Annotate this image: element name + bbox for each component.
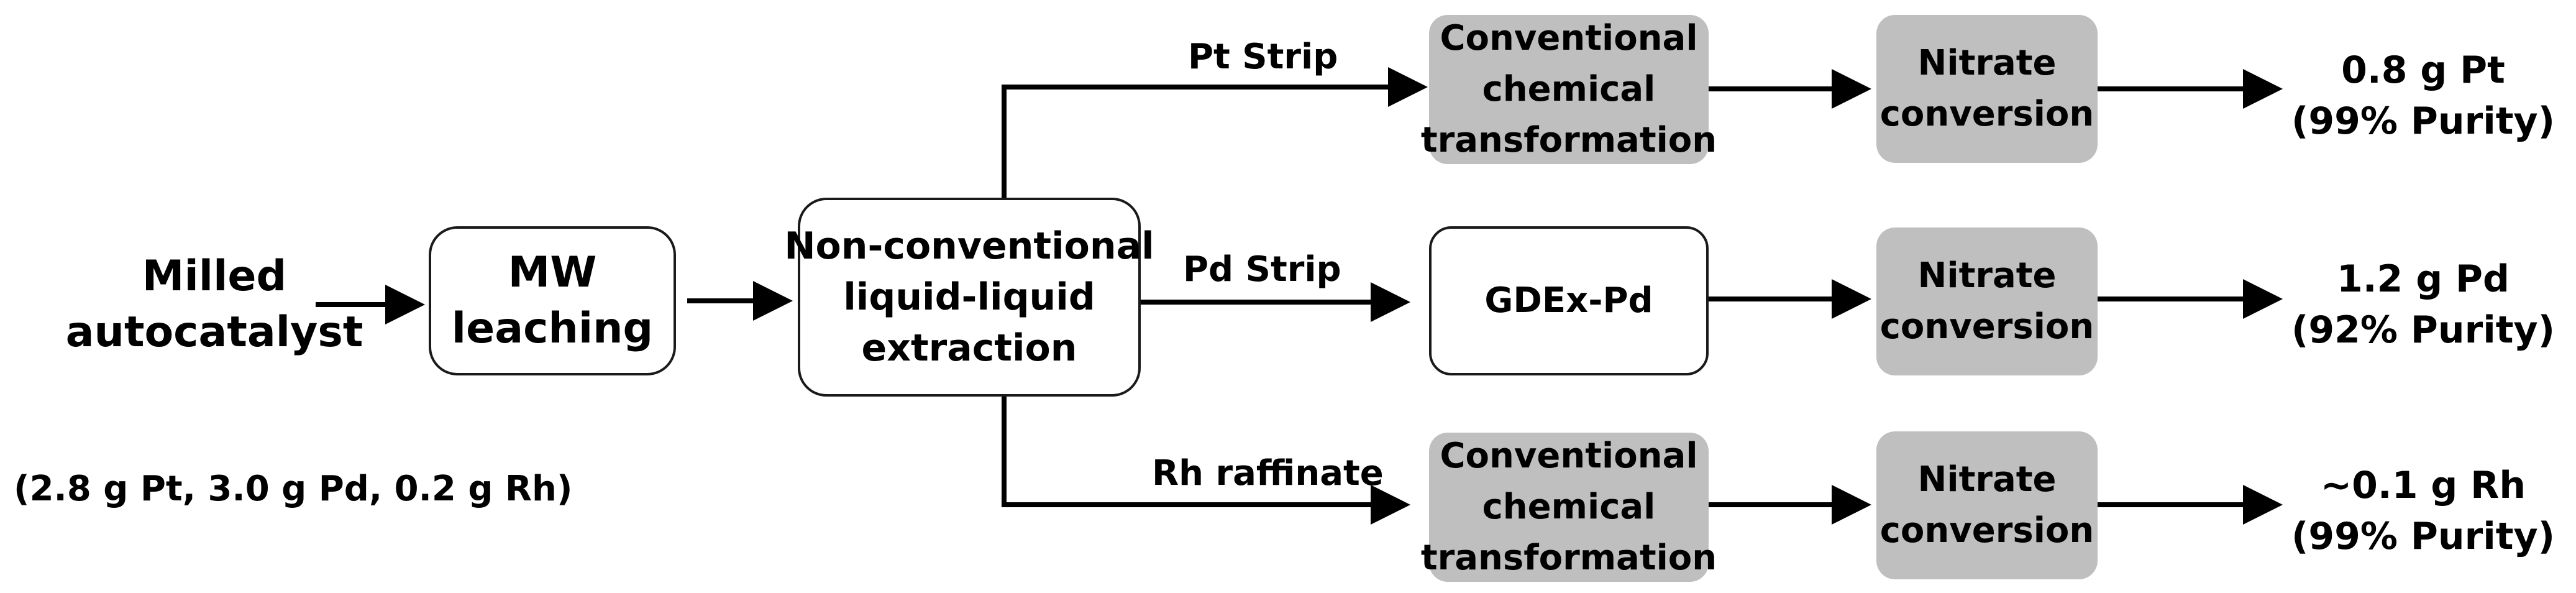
pd-strip-label: Pd Strip — [1183, 249, 1341, 290]
pt-step2-line-2: conversion — [1879, 94, 2094, 134]
input-composition: (2.8 g Pt, 3.0 g Pd, 0.2 g Rh) — [14, 469, 573, 509]
rh-output-purity: (99% Purity) — [2291, 515, 2555, 558]
extraction-line-3: extraction — [861, 326, 1077, 370]
pt-output-amount: 0.8 g Pt — [2341, 48, 2505, 92]
pd-step1-line-1: GDEx-Pd — [1484, 280, 1653, 321]
pt-output: 0.8 g Pt (99% Purity) — [2286, 40, 2560, 152]
mw-leaching-line-1: MW — [508, 248, 597, 297]
rh-step1-line-1: Conventional — [1440, 436, 1698, 476]
pd-step2-line-2: conversion — [1879, 306, 2094, 347]
rh-step1-line-2: chemical — [1482, 487, 1656, 527]
mw-leaching-line-2: leaching — [451, 304, 654, 353]
extraction-line-2: liquid-liquid — [843, 275, 1095, 319]
rh-step2-line-2: conversion — [1879, 510, 2094, 551]
pd-output: 1.2 g Pd (92% Purity) — [2286, 249, 2560, 361]
input-milled-autocatalyst: Milled autocatalyst — [66, 242, 363, 367]
arrow-rh-raffinate — [1002, 395, 1410, 525]
pd-step2-line-1: Nitrate — [1917, 255, 2057, 296]
arrow-pt-strip — [1002, 67, 1428, 199]
pt-strip-label: Pt Strip — [1188, 37, 1338, 77]
pt-step2-line-1: Nitrate — [1917, 43, 2057, 83]
rh-nitrate-conversion-box: Nitrate conversion — [1876, 431, 2098, 579]
liquid-liquid-extraction-box: Non-conventional liquid-liquid extractio… — [784, 198, 1154, 397]
extraction-line-1: Non-conventional — [784, 224, 1154, 268]
pd-output-purity: (92% Purity) — [2291, 308, 2555, 352]
mw-leaching-box: MW leaching — [429, 226, 676, 375]
pt-output-purity: (99% Purity) — [2291, 99, 2555, 143]
input-line-2: autocatalyst — [65, 308, 363, 357]
rh-step2-line-1: Nitrate — [1917, 459, 2057, 500]
pt-nitrate-conversion-box: Nitrate conversion — [1876, 15, 2098, 163]
pt-step1-line-1: Conventional — [1440, 18, 1698, 58]
pt-conventional-transformation-box: Conventional chemical transformation — [1421, 15, 1717, 164]
gdex-pd-box: GDEx-Pd — [1429, 226, 1709, 375]
pd-output-amount: 1.2 g Pd — [2337, 257, 2510, 301]
pd-nitrate-conversion-box: Nitrate conversion — [1876, 228, 2098, 375]
pt-step1-line-2: chemical — [1482, 69, 1656, 109]
input-line-1: Milled — [142, 252, 287, 301]
rh-output-amount: ~0.1 g Rh — [2320, 464, 2526, 507]
rh-output: ~0.1 g Rh (99% Purity) — [2286, 455, 2560, 567]
rh-step1-line-3: transformation — [1420, 538, 1717, 578]
rh-conventional-transformation-box: Conventional chemical transformation — [1421, 433, 1717, 582]
rh-raffinate-label: Rh raffinate — [1152, 453, 1384, 494]
pt-step1-line-3: transformation — [1420, 120, 1717, 160]
